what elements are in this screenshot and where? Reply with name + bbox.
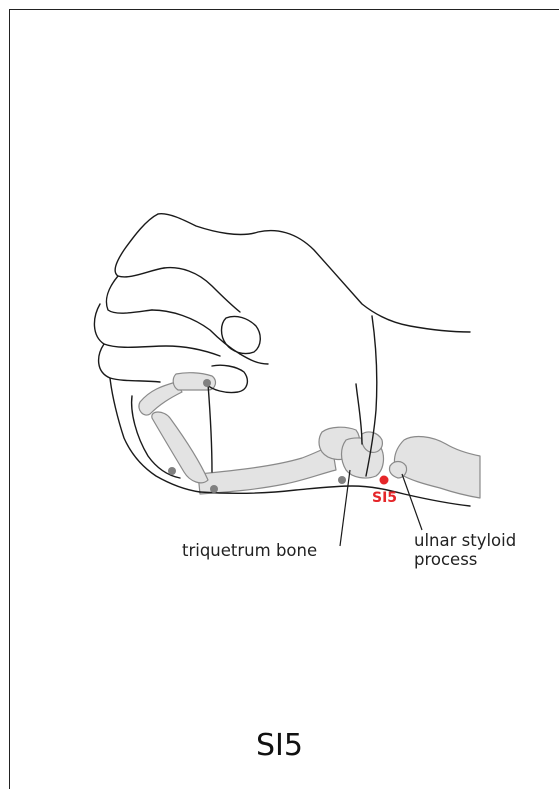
page-title: SI5 <box>0 729 559 763</box>
marker-dot <box>168 467 176 475</box>
metacarpal-bone <box>198 446 336 494</box>
ulnar-styloid-process-label: ulnar styloid process <box>414 531 516 569</box>
ulnar-label-line-1: ulnar styloid <box>414 531 516 550</box>
triquetrum-bone-label: triquetrum bone <box>182 541 317 560</box>
marker-dot <box>210 485 218 493</box>
marker-dot <box>338 476 346 484</box>
ulnar-label-line-2: process <box>414 550 516 569</box>
si5-point-label: SI5 <box>372 490 397 506</box>
proximal-phalanx-bone <box>152 412 208 483</box>
si5-point-marker <box>380 476 389 485</box>
hand-bones <box>139 373 480 498</box>
ulnar-styloid-bone <box>389 462 406 479</box>
marker-dot <box>203 379 211 387</box>
